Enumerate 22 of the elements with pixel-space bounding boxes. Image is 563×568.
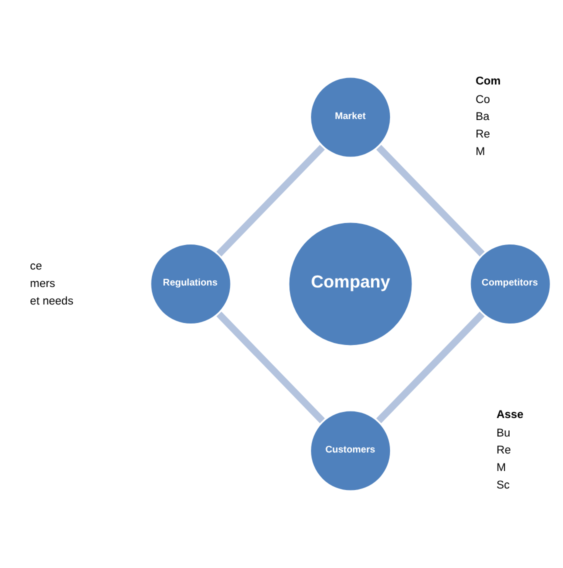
node-circle: Customers (308, 408, 393, 493)
label: Ba (476, 111, 490, 124)
label: Sc (496, 479, 510, 492)
label: Co (476, 94, 490, 106)
label: Re (496, 444, 511, 457)
connector (216, 144, 325, 256)
connector (376, 144, 485, 256)
label: M (496, 462, 506, 474)
label: mers (30, 278, 56, 290)
label: Asse (496, 409, 524, 422)
node-circle: Company (286, 220, 414, 348)
connector (376, 312, 485, 424)
node-circle: Competitors (468, 242, 552, 326)
label: M (476, 146, 486, 158)
label: Bu (496, 427, 510, 440)
node-circle: Regulations (148, 242, 233, 326)
label: et needs (30, 295, 74, 308)
label: Com (476, 76, 501, 88)
label: ce (30, 260, 42, 273)
label: Re (476, 128, 490, 141)
node-circle: Market (308, 75, 393, 160)
connector (216, 312, 325, 424)
